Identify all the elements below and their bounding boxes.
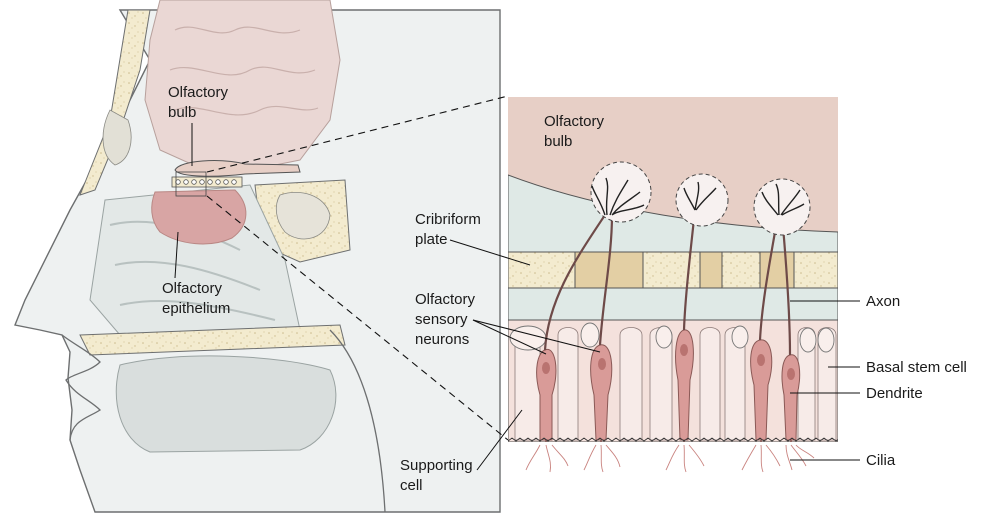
cilia-strands xyxy=(526,445,814,472)
olfactory-epithelium-patch xyxy=(152,190,246,244)
tongue xyxy=(116,356,336,452)
label-dendrite: Dendrite xyxy=(866,385,923,402)
label-cilia: Cilia xyxy=(866,452,896,469)
head-sagittal-illustration xyxy=(15,0,500,512)
label-axon: Axon xyxy=(866,293,900,310)
label-basal-stem-cell: Basal stem cell xyxy=(866,359,967,376)
